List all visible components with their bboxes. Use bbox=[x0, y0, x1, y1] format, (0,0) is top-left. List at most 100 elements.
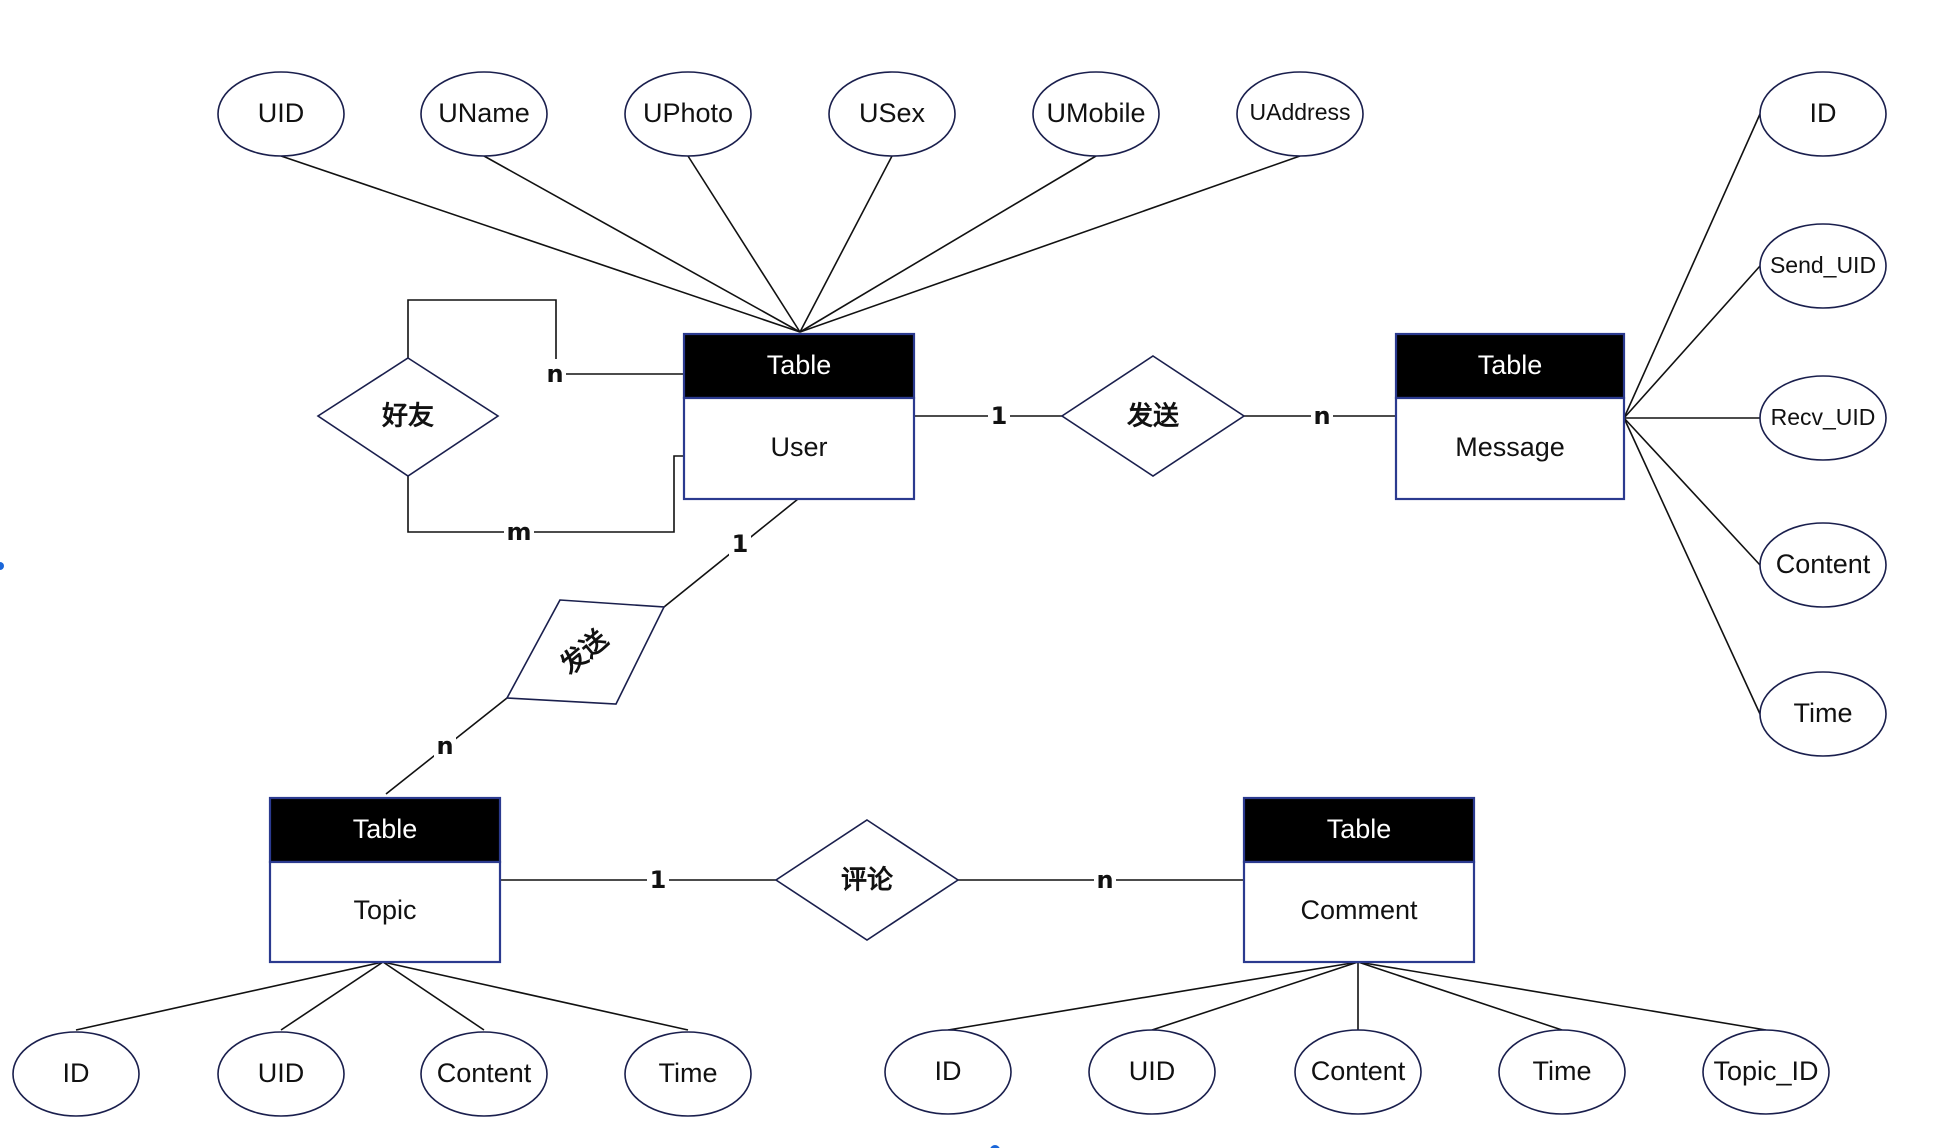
attribute-label: UPhoto bbox=[643, 98, 733, 128]
attribute-label: Topic_ID bbox=[1713, 1056, 1818, 1086]
attribute-uphoto: UPhoto bbox=[624, 71, 752, 157]
cardinality-comment-n: n bbox=[1096, 866, 1113, 894]
entity-body bbox=[268, 860, 502, 964]
relationship-label: 好友 bbox=[381, 402, 434, 432]
attribute-label: Content bbox=[1311, 1056, 1406, 1086]
cardinality-bg bbox=[988, 401, 1010, 431]
attribute-message-time: Time bbox=[1759, 671, 1887, 757]
entity-header-label: Table bbox=[1478, 350, 1543, 380]
entity-message: Table Message bbox=[1394, 332, 1626, 501]
cardinality-send-message-n: n bbox=[1313, 402, 1330, 430]
attribute-ellipse bbox=[1032, 71, 1160, 157]
cardinality-friend-n: n bbox=[546, 360, 563, 388]
attribute-ellipse bbox=[1294, 1029, 1422, 1115]
relationship-label: 发送 bbox=[1126, 401, 1179, 432]
entity-name: Topic bbox=[353, 895, 416, 925]
attribute-comment-topic-id: Topic_ID bbox=[1702, 1029, 1830, 1115]
connector-topic-uid bbox=[280, 961, 384, 1031]
entity-comment: Table Comment bbox=[1242, 796, 1476, 964]
attribute-uaddress: UAddress bbox=[1236, 71, 1364, 157]
entity-header bbox=[682, 332, 916, 400]
connector-friend-m bbox=[407, 455, 684, 533]
cardinality-bg bbox=[1311, 401, 1333, 431]
attribute-ellipse bbox=[1498, 1029, 1626, 1115]
attribute-ellipse bbox=[1759, 71, 1887, 157]
attribute-label: Time bbox=[659, 1058, 718, 1088]
attribute-topic-id: ID bbox=[12, 1031, 140, 1117]
entity-name: Comment bbox=[1300, 895, 1418, 925]
attribute-label: UID bbox=[258, 1058, 305, 1088]
attribute-topic-content: Content bbox=[420, 1031, 548, 1117]
message-attributes: ID Send_UID Recv_UID Content Time bbox=[1759, 71, 1887, 757]
cardinality-bg bbox=[729, 529, 751, 559]
attribute-ellipse bbox=[420, 71, 548, 157]
edge-marker-dot bbox=[990, 1145, 1000, 1148]
attribute-label: Send_UID bbox=[1770, 252, 1876, 278]
attribute-ellipse bbox=[1759, 671, 1887, 757]
cardinality-labels: n m 1 n 1 n 1 n bbox=[434, 359, 1333, 895]
connector-user-uaddress bbox=[799, 155, 1301, 333]
entity-body bbox=[1242, 860, 1476, 964]
connector-message-send-uid bbox=[1623, 265, 1761, 419]
attribute-label: ID bbox=[1810, 98, 1837, 128]
attribute-ellipse bbox=[828, 71, 956, 157]
attribute-usex: USex bbox=[828, 71, 956, 157]
attribute-recv-uid: Recv_UID bbox=[1759, 375, 1887, 461]
attribute-label: UMobile bbox=[1046, 98, 1145, 128]
cardinality-bg bbox=[504, 518, 534, 546]
attribute-ellipse bbox=[217, 1031, 345, 1117]
cardinality-send-topic-1: 1 bbox=[732, 530, 749, 558]
entity-header-label: Table bbox=[1327, 814, 1392, 844]
connector-topic-content bbox=[382, 961, 485, 1031]
attribute-comment-id: ID bbox=[884, 1029, 1012, 1115]
attribute-message-id: ID bbox=[1759, 71, 1887, 157]
attribute-topic-uid: UID bbox=[217, 1031, 345, 1117]
attribute-label: Time bbox=[1794, 698, 1853, 728]
attribute-label: UID bbox=[258, 98, 305, 128]
attribute-ellipse bbox=[12, 1031, 140, 1117]
entity-name: User bbox=[770, 432, 827, 462]
cardinality-bg bbox=[647, 865, 669, 895]
attribute-label: Content bbox=[437, 1058, 532, 1088]
attribute-umobile: UMobile bbox=[1032, 71, 1160, 157]
attribute-label: Recv_UID bbox=[1771, 404, 1876, 430]
cardinality-comment-1: 1 bbox=[650, 866, 667, 894]
attribute-comment-uid: UID bbox=[1088, 1029, 1216, 1115]
attribute-ellipse bbox=[1702, 1029, 1830, 1115]
attribute-ellipse bbox=[624, 1031, 752, 1117]
attribute-ellipse bbox=[1759, 375, 1887, 461]
connector-message-time bbox=[1623, 417, 1761, 715]
relationship-label: 评论 bbox=[841, 866, 894, 896]
connector-comment-uid bbox=[1151, 961, 1359, 1031]
entity-body bbox=[1394, 396, 1626, 501]
attribute-topic-time: Time bbox=[624, 1031, 752, 1117]
connector-comment-topic-id bbox=[1357, 961, 1767, 1031]
attribute-ellipse bbox=[1088, 1029, 1216, 1115]
attribute-uid: UID bbox=[217, 71, 345, 157]
attribute-label: ID bbox=[63, 1058, 90, 1088]
entity-name: Message bbox=[1455, 432, 1565, 462]
cardinality-friend-m: m bbox=[506, 518, 531, 546]
connector-comment-id bbox=[947, 961, 1359, 1031]
attribute-ellipse bbox=[217, 71, 345, 157]
cardinality-send-topic-n: n bbox=[436, 732, 453, 760]
attribute-ellipse bbox=[1236, 71, 1364, 157]
relationship-comment: 评论 bbox=[774, 819, 960, 941]
attribute-ellipse bbox=[624, 71, 752, 157]
relationship-diamond bbox=[505, 599, 666, 705]
attribute-label: UID bbox=[1129, 1056, 1176, 1086]
connector-comment-time bbox=[1357, 961, 1563, 1031]
attribute-send-uid: Send_UID bbox=[1759, 223, 1887, 309]
attribute-label: Content bbox=[1776, 549, 1871, 579]
connector-message-id bbox=[1623, 113, 1761, 419]
attribute-comment-content: Content bbox=[1294, 1029, 1422, 1115]
attribute-message-content: Content bbox=[1759, 522, 1887, 608]
cardinality-bg bbox=[434, 731, 456, 761]
connector-user-umobile bbox=[799, 155, 1097, 333]
connector-user-uphoto bbox=[687, 155, 801, 333]
cardinality-bg bbox=[544, 359, 566, 389]
entity-user: Table User bbox=[682, 332, 916, 501]
entity-topic: Table Topic bbox=[268, 796, 502, 964]
attribute-label: USex bbox=[859, 98, 926, 128]
relationship-send-topic: 发送 bbox=[505, 599, 666, 705]
